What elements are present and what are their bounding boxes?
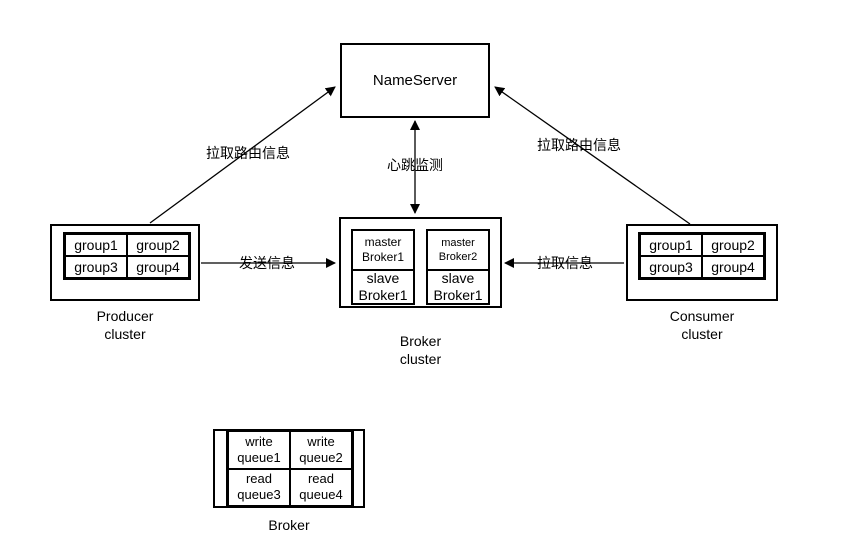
queue-cell: write queue2 — [290, 431, 352, 469]
producer-group-cell: group1 — [65, 234, 127, 256]
arrow-producer-to-nameserver — [149, 86, 336, 224]
heartbeat-label: 心跳监测 — [387, 157, 443, 173]
broker-box: write queue1 write queue2 read queue3 re… — [213, 429, 365, 508]
send-info-label: 发送信息 — [239, 255, 295, 271]
broker-caption: Broker — [268, 517, 310, 533]
queue-cell: write queue1 — [228, 431, 290, 469]
nameserver-label: NameServer — [372, 72, 458, 89]
pull-route-right-label: 拉取路由信息 — [537, 137, 621, 153]
producer-group-table: group1 group2 group3 group4 — [63, 232, 191, 280]
consumer-group-table: group1 group2 group3 group4 — [638, 232, 766, 280]
producer-group-cell: group2 — [127, 234, 189, 256]
consumer-cluster-caption: Consumer cluster — [669, 308, 735, 342]
broker-cluster-caption: Broker cluster — [399, 333, 442, 367]
pull-route-left-label: 拉取路由信息 — [206, 145, 290, 161]
broker-queue-table: write queue1 write queue2 read queue3 re… — [226, 429, 354, 508]
producer-group-cell: group4 — [127, 256, 189, 278]
queue-cell: read queue3 — [228, 468, 290, 506]
consumer-cluster-box: group1 group2 group3 group4 — [626, 224, 778, 301]
producer-cluster-caption: Producer cluster — [96, 308, 154, 342]
broker1-master-cell: master Broker1 — [353, 231, 413, 271]
producer-cluster-box: group1 group2 group3 group4 — [50, 224, 200, 301]
arrow-consumer-to-nameserver — [494, 86, 691, 225]
consumer-group-cell: group1 — [640, 234, 702, 256]
broker2-master-cell: master Broker2 — [428, 231, 488, 271]
broker-cluster-box: master Broker1 slave Broker1 master Brok… — [339, 217, 502, 308]
consumer-group-cell: group2 — [702, 234, 764, 256]
queue-cell: read queue4 — [290, 468, 352, 506]
broker-node-1: master Broker1 slave Broker1 — [351, 229, 415, 305]
broker2-slave-cell: slave Broker1 — [433, 271, 483, 303]
consumer-group-cell: group4 — [702, 256, 764, 278]
broker1-slave-cell: slave Broker1 — [358, 271, 408, 303]
producer-group-cell: group3 — [65, 256, 127, 278]
consumer-group-cell: group3 — [640, 256, 702, 278]
broker-node-2: master Broker2 slave Broker1 — [426, 229, 490, 305]
nameserver-box: NameServer — [340, 43, 490, 118]
pull-info-label: 拉取信息 — [537, 255, 593, 271]
